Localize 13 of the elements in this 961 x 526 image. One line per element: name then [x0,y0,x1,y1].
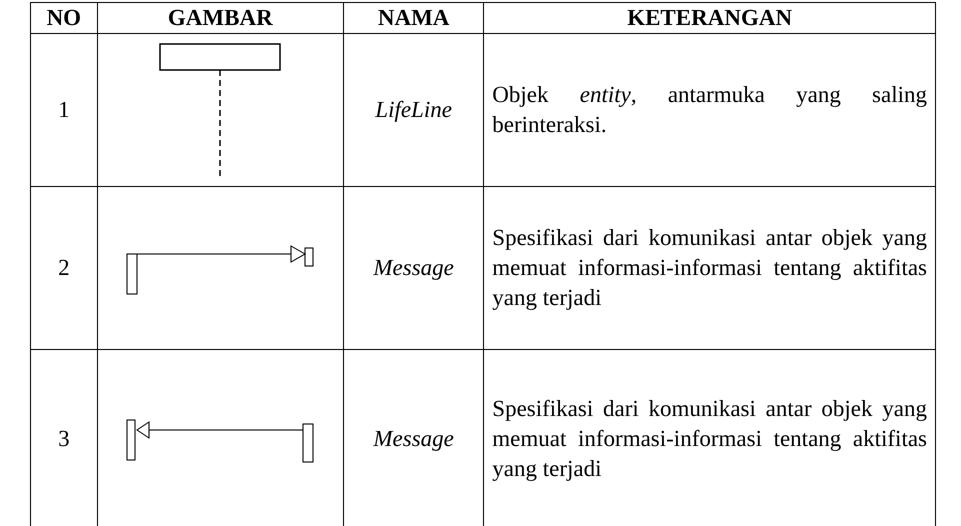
column-header: NO [46,5,82,30]
description-text: Spesifikasi dari komunikasi antar objek yang memuat informasi-informasi tentang aktifitas yang terjadi [492,394,927,483]
column-header: GAMBAR [168,5,273,30]
description-text: Spesifikasi dari komunikasi antar objek yang memuat informasi-informasi tentang aktifitas yang terjadi [492,224,927,312]
column-header: KETERANGAN [627,5,792,30]
row-number: 1 [58,97,70,122]
row-number: 2 [58,255,70,280]
description-text: Objek entity, antarmuka yang saling berinteraksi. [492,81,927,139]
symbol-name: LifeLine [375,97,452,122]
symbol-name: Message [373,255,454,280]
symbol-name: Message [373,426,454,450]
row-number: 3 [58,426,70,450]
column-header: NAMA [378,5,450,30]
